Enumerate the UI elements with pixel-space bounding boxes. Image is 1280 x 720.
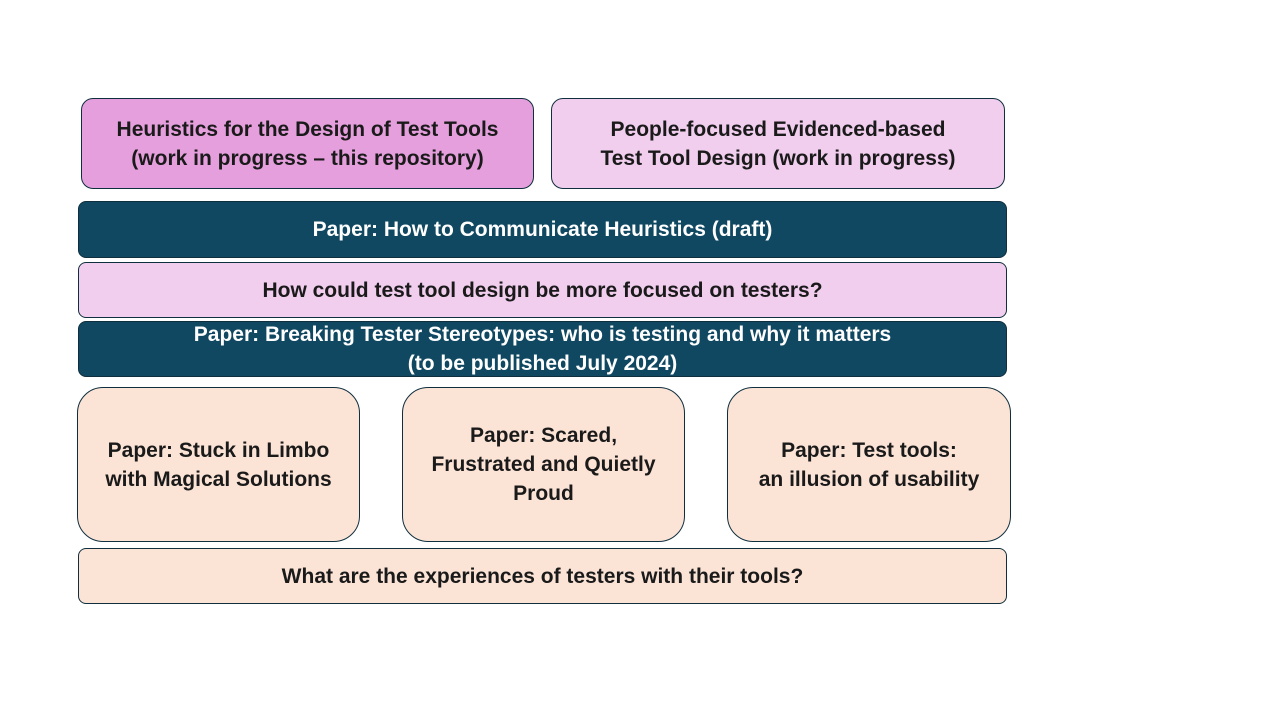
scared-frustrated-paper-box: Paper: Scared, Frustrated and Quietly Pr… <box>402 387 685 542</box>
people-focused-design-box: People-focused Evidenced-based Test Tool… <box>551 98 1005 189</box>
breaking-stereotypes-paper-box: Paper: Breaking Tester Stereotypes: who … <box>78 321 1007 377</box>
experiences-testers-question-box: What are the experiences of testers with… <box>78 548 1007 604</box>
communicate-heuristics-paper-box: Paper: How to Communicate Heuristics (dr… <box>78 201 1007 258</box>
illusion-usability-paper-box: Paper: Test tools: an illusion of usabil… <box>727 387 1011 542</box>
stuck-in-limbo-paper-box: Paper: Stuck in Limbo with Magical Solut… <box>77 387 360 542</box>
focused-on-testers-question-box: How could test tool design be more focus… <box>78 262 1007 318</box>
heuristics-design-box: Heuristics for the Design of Test Tools … <box>81 98 534 189</box>
